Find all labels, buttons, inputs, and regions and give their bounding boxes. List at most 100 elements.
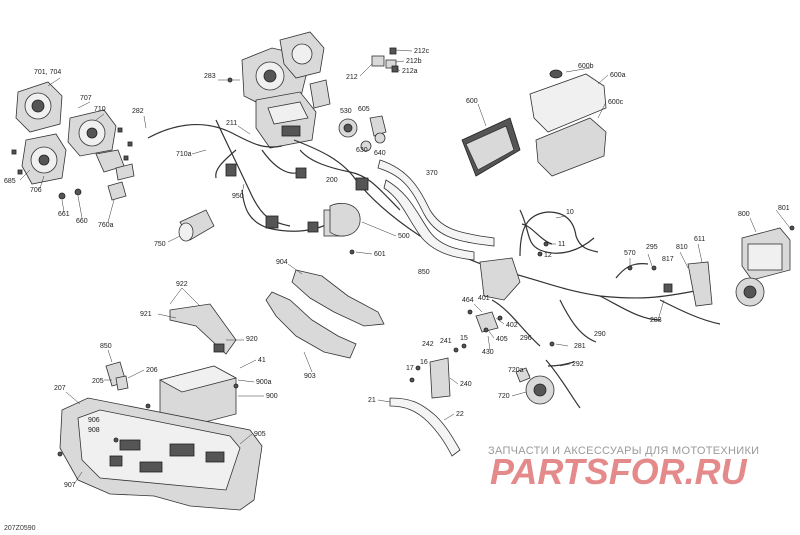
callout-710a: 710a <box>176 151 192 158</box>
callout-11: 11 <box>558 241 565 248</box>
callout-205: 205 <box>92 378 104 385</box>
callout-281: 281 <box>574 343 586 350</box>
watermark-logo: PARTSFOR.RU <box>490 451 748 492</box>
leader-lines <box>19 49 791 485</box>
callout-817: 817 <box>662 256 674 263</box>
bracket-240 <box>429 357 451 399</box>
hardware-dots <box>57 77 795 457</box>
trim-903 <box>265 291 357 359</box>
instrument-cluster <box>241 31 331 149</box>
callout-41: 41 <box>258 357 266 364</box>
drawing-code: 207Z0590 <box>4 525 36 532</box>
callout-16: 16 <box>420 359 428 366</box>
callout-212a: 212a <box>402 68 418 75</box>
callout-296: 296 <box>520 335 532 342</box>
callout-640: 640 <box>374 150 386 157</box>
callout-600a: 600a <box>610 72 626 79</box>
callout-241: 241 <box>440 338 452 345</box>
callout-401: 401 <box>478 295 490 302</box>
sensor-group <box>338 115 387 152</box>
callout-600: 600 <box>466 98 478 105</box>
callout-21: 21 <box>368 397 376 404</box>
callout-710: 710 <box>94 106 106 113</box>
callout-500: 500 <box>398 233 410 240</box>
callout-850-left: 850 <box>100 343 112 350</box>
callout-labels: 701, 704 707 710 685 706 661 660 760a 28… <box>4 48 790 489</box>
callout-706: 706 <box>30 187 42 194</box>
callout-908: 908 <box>88 427 100 434</box>
callout-282: 282 <box>132 108 144 115</box>
callout-600b: 600b <box>578 63 594 70</box>
callout-611: 611 <box>694 236 705 243</box>
callout-720a: 720a <box>508 367 524 374</box>
wire-292 <box>547 361 575 367</box>
main-wiring-harness <box>147 119 721 409</box>
callout-906: 906 <box>88 417 100 424</box>
callout-207: 207 <box>54 385 66 392</box>
callout-904: 904 <box>276 259 288 266</box>
watermark-subtitle: ЗАПЧАСТИ И АКСЕССУАРЫ ДЛЯ МОТОТЕХНИКИ <box>488 445 759 457</box>
callout-660: 660 <box>76 218 88 225</box>
callout-402: 402 <box>506 322 518 329</box>
callout-900: 900 <box>266 393 278 400</box>
callout-240: 240 <box>460 381 472 388</box>
callout-295: 295 <box>646 244 658 251</box>
callout-720: 720 <box>498 393 510 400</box>
relay-850 <box>105 361 129 391</box>
callout-685: 685 <box>4 178 16 185</box>
callout-850-right: 850 <box>418 269 430 276</box>
callout-630: 630 <box>356 147 368 154</box>
callout-290: 290 <box>594 331 606 338</box>
callout-370: 370 <box>426 170 438 177</box>
fan-800-group <box>663 227 791 307</box>
battery-tray-905 <box>59 397 263 511</box>
callout-283-right: 283 <box>650 317 662 324</box>
callout-810: 810 <box>676 244 688 251</box>
headlight-group <box>11 81 135 201</box>
callout-661: 661 <box>58 211 70 218</box>
callout-750: 750 <box>154 241 166 248</box>
callout-464: 464 <box>462 297 474 304</box>
callout-211: 211 <box>226 120 237 127</box>
callout-212c: 212c <box>414 48 430 55</box>
trim-904 <box>291 269 385 327</box>
callout-570: 570 <box>624 250 636 257</box>
callout-907: 907 <box>64 482 76 489</box>
callout-903: 903 <box>304 373 316 380</box>
callout-292: 292 <box>572 361 584 368</box>
callout-905: 905 <box>254 431 266 438</box>
callout-17: 17 <box>406 365 414 372</box>
ecu-600-group <box>461 69 607 177</box>
cable-10 <box>519 211 599 257</box>
callout-212b: 212b <box>406 58 422 65</box>
callout-701: 701, 704 <box>34 69 61 76</box>
callout-922: 922 <box>176 281 188 288</box>
callout-900a: 900a <box>256 379 272 386</box>
callout-600c: 600c <box>608 99 624 106</box>
callout-920: 920 <box>246 336 258 343</box>
callout-200-top: 200 <box>326 177 338 184</box>
callout-22: 22 <box>456 411 464 418</box>
callout-12: 12 <box>544 252 552 259</box>
watermark: ЗАПЧАСТИ И АКСЕССУАРЫ ДЛЯ МОТОТЕХНИКИ PA… <box>488 445 759 492</box>
callout-405: 405 <box>496 336 508 343</box>
hose-22 <box>389 397 461 457</box>
callout-921: 921 <box>140 311 152 318</box>
callout-605: 605 <box>358 106 370 113</box>
callout-15: 15 <box>460 335 468 342</box>
callout-430: 430 <box>482 349 494 356</box>
callout-760a: 760a <box>98 222 114 229</box>
hose-370 <box>377 159 495 261</box>
callout-530: 530 <box>340 108 352 115</box>
callout-242: 242 <box>422 341 434 348</box>
callout-707: 707 <box>80 95 92 102</box>
battery-900 <box>158 365 238 429</box>
callout-601: 601 <box>374 251 386 258</box>
callout-950: 950 <box>232 193 244 200</box>
callout-800: 800 <box>738 211 750 218</box>
bracket-920 <box>169 303 237 355</box>
regulator-401 <box>475 257 521 333</box>
callout-212: 212 <box>346 74 358 81</box>
connector-212-group <box>371 47 399 73</box>
callout-10: 10 <box>566 209 574 216</box>
